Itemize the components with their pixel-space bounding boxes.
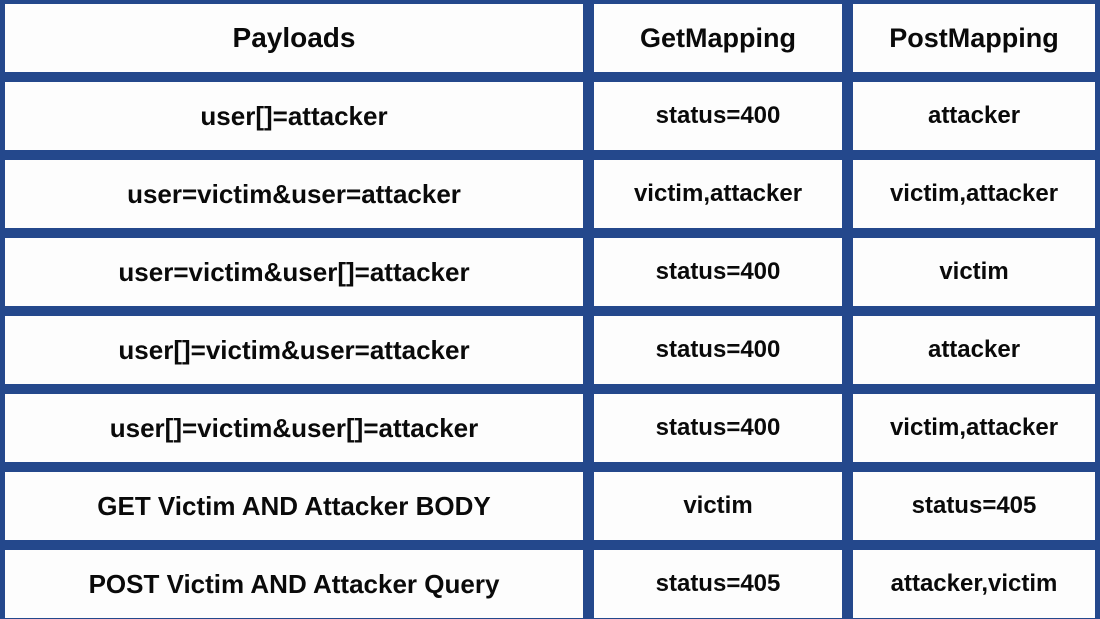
cell-payload: user[]=victim&user[]=attacker bbox=[0, 389, 588, 467]
cell-payload: user[]=victim&user=attacker bbox=[0, 311, 588, 389]
table-row: GET Victim AND Attacker BODY victim stat… bbox=[0, 467, 1100, 545]
cell-payload: user[]=attacker bbox=[0, 77, 588, 155]
cell-getmapping: status=400 bbox=[588, 77, 848, 155]
cell-payload: user=victim&user=attacker bbox=[0, 155, 588, 233]
cell-getmapping: status=400 bbox=[588, 311, 848, 389]
cell-getmapping: status=400 bbox=[588, 389, 848, 467]
cell-postmapping: victim,attacker bbox=[848, 389, 1100, 467]
cell-postmapping: attacker bbox=[848, 311, 1100, 389]
table-row: user=victim&user=attacker victim,attacke… bbox=[0, 155, 1100, 233]
table-row: POST Victim AND Attacker Query status=40… bbox=[0, 545, 1100, 619]
table-row: user[]=victim&user=attacker status=400 a… bbox=[0, 311, 1100, 389]
cell-getmapping: victim,attacker bbox=[588, 155, 848, 233]
table-body: user[]=attacker status=400 attacker user… bbox=[0, 77, 1100, 619]
cell-postmapping: attacker,victim bbox=[848, 545, 1100, 619]
table-header: Payloads GetMapping PostMapping bbox=[0, 0, 1100, 77]
column-header-getmapping: GetMapping bbox=[588, 0, 848, 77]
cell-getmapping: status=400 bbox=[588, 233, 848, 311]
cell-getmapping: status=405 bbox=[588, 545, 848, 619]
cell-postmapping: victim bbox=[848, 233, 1100, 311]
column-header-postmapping: PostMapping bbox=[848, 0, 1100, 77]
table-row: user[]=attacker status=400 attacker bbox=[0, 77, 1100, 155]
cell-payload: POST Victim AND Attacker Query bbox=[0, 545, 588, 619]
cell-postmapping: attacker bbox=[848, 77, 1100, 155]
cell-payload: user=victim&user[]=attacker bbox=[0, 233, 588, 311]
table-header-row: Payloads GetMapping PostMapping bbox=[0, 0, 1100, 77]
cell-postmapping: victim,attacker bbox=[848, 155, 1100, 233]
cell-payload: GET Victim AND Attacker BODY bbox=[0, 467, 588, 545]
table-row: user[]=victim&user[]=attacker status=400… bbox=[0, 389, 1100, 467]
cell-getmapping: victim bbox=[588, 467, 848, 545]
cell-postmapping: status=405 bbox=[848, 467, 1100, 545]
column-header-payloads: Payloads bbox=[0, 0, 588, 77]
table-row: user=victim&user[]=attacker status=400 v… bbox=[0, 233, 1100, 311]
